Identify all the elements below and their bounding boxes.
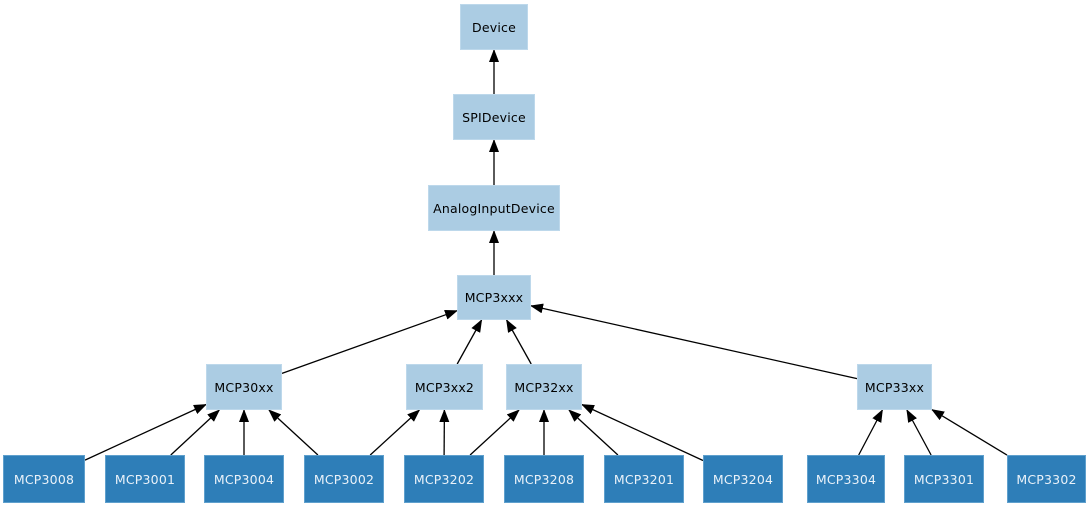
class-node-label: MCP3xx2 bbox=[414, 379, 475, 395]
class-node-mcp3304: MCP3304 bbox=[807, 455, 885, 503]
class-node-mcp3302: MCP3302 bbox=[1007, 455, 1086, 503]
inheritance-edge-mcp3202-to-mcp32xx bbox=[469, 409, 520, 456]
class-node-label: MCP32xx bbox=[514, 379, 574, 395]
class-node-label: MCP3208 bbox=[513, 471, 575, 487]
class-node-label: MCP33xx bbox=[864, 379, 925, 395]
class-node-mcp30xx: MCP30xx bbox=[206, 364, 282, 410]
class-node-mcp3xx2: MCP3xx2 bbox=[406, 364, 483, 410]
class-node-label: AnalogInputDevice bbox=[433, 200, 555, 216]
class-node-label: MCP3xxx bbox=[464, 290, 524, 305]
class-node-mcp3001: MCP3001 bbox=[105, 455, 185, 503]
class-node-mcp3301: MCP3301 bbox=[904, 455, 984, 503]
inheritance-edge-mcp3301-to-mcp33xx bbox=[906, 409, 932, 456]
inheritance-edge-mcp3xx2-to-mcp3xxx bbox=[456, 319, 483, 365]
class-node-spidevice: SPIDevice bbox=[453, 94, 535, 140]
class-node-label: MCP3201 bbox=[613, 471, 675, 487]
class-node-mcp3204: MCP3204 bbox=[703, 455, 783, 503]
inheritance-edge-mcp3304-to-mcp33xx bbox=[858, 409, 883, 456]
inheritance-edge-mcp3201-to-mcp32xx bbox=[568, 409, 619, 456]
class-node-analoginputdevice: AnalogInputDevice bbox=[428, 185, 560, 231]
class-node-label: MCP3008 bbox=[13, 471, 75, 487]
class-node-label: MCP3204 bbox=[712, 471, 774, 487]
inheritance-edge-mcp32xx-to-mcp3xxx bbox=[506, 319, 532, 365]
class-node-label: MCP3004 bbox=[213, 471, 275, 487]
class-node-mcp3002: MCP3002 bbox=[304, 455, 384, 503]
class-node-label: MCP3002 bbox=[313, 471, 375, 487]
class-node-label: MCP3301 bbox=[913, 471, 975, 487]
class-node-label: MCP3304 bbox=[815, 471, 877, 487]
inheritance-edge-mcp3008-to-mcp30xx bbox=[84, 403, 207, 461]
inheritance-edge-mcp33xx-to-mcp3xxx bbox=[530, 303, 858, 380]
inheritance-edge-mcp3002-to-mcp30xx bbox=[268, 409, 319, 456]
class-node-mcp3208: MCP3208 bbox=[504, 455, 584, 503]
edge-group bbox=[84, 49, 1008, 462]
class-node-mcp3004: MCP3004 bbox=[204, 455, 284, 503]
inheritance-edge-mcp3002-to-mcp3xx2 bbox=[369, 409, 421, 456]
class-node-mcp33xx: MCP33xx bbox=[857, 364, 932, 410]
class-node-device: Device bbox=[460, 4, 528, 50]
class-node-mcp3202: MCP3202 bbox=[404, 455, 484, 503]
inheritance-edge-mcp3302-to-mcp33xx bbox=[931, 409, 1008, 456]
class-node-mcp3xxx: MCP3xxx bbox=[457, 275, 531, 320]
class-node-mcp3201: MCP3201 bbox=[604, 455, 684, 503]
class-node-label: MCP3302 bbox=[1016, 471, 1077, 487]
class-node-mcp32xx: MCP32xx bbox=[506, 364, 582, 410]
class-node-label: MCP30xx bbox=[214, 379, 274, 395]
class-node-label: MCP3001 bbox=[114, 471, 176, 487]
class-node-label: MCP3202 bbox=[413, 471, 475, 487]
class-node-label: SPIDevice bbox=[462, 109, 526, 125]
class-node-mcp3008: MCP3008 bbox=[3, 455, 85, 503]
class-node-label: Device bbox=[472, 19, 516, 35]
inheritance-edge-mcp3204-to-mcp32xx bbox=[581, 404, 704, 462]
inheritance-edge-mcp30xx-to-mcp3xxx bbox=[281, 310, 458, 375]
inheritance-edge-mcp3001-to-mcp30xx bbox=[170, 409, 221, 456]
